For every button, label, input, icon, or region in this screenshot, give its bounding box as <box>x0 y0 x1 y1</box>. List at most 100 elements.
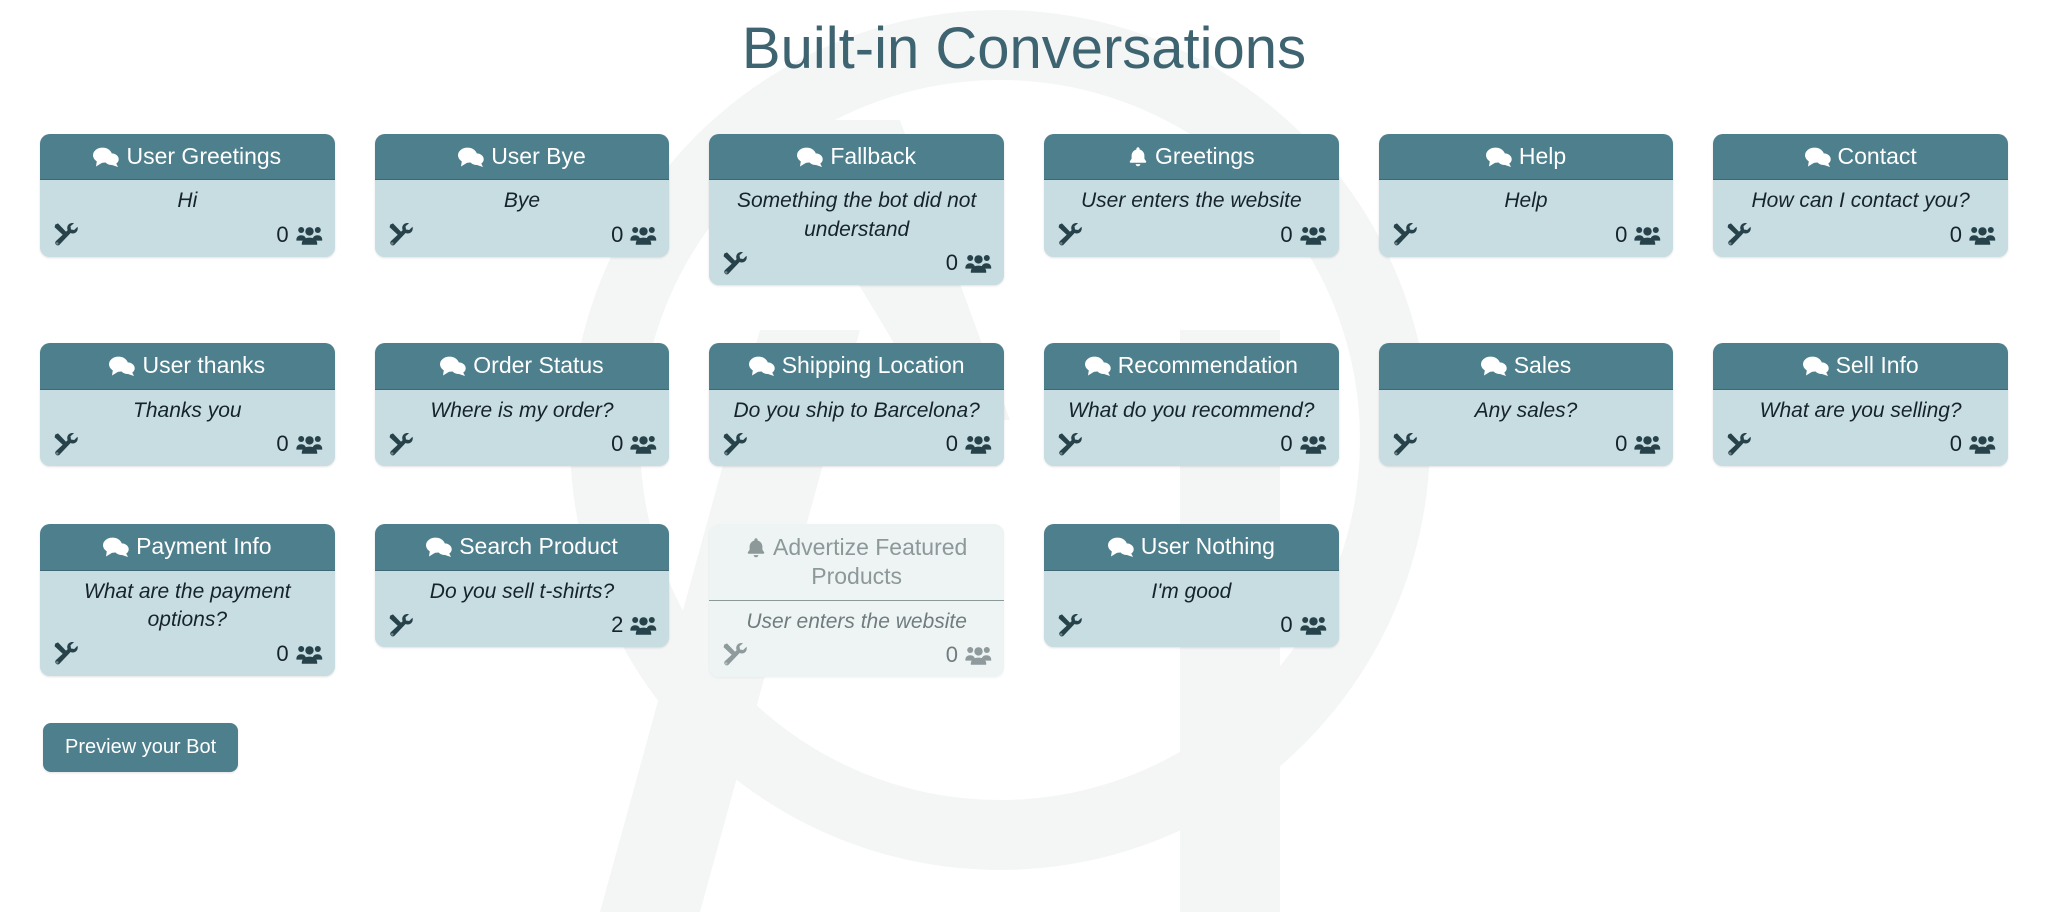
tools-icon[interactable] <box>52 432 78 457</box>
card-title: Payment Info <box>136 533 272 560</box>
users-group-icon <box>296 644 323 664</box>
users-group-icon <box>965 434 992 454</box>
card-message: Hi <box>40 180 335 218</box>
tools-icon[interactable] <box>52 222 78 247</box>
card-title: Search Product <box>459 533 618 560</box>
users-group-icon <box>296 434 323 454</box>
card-title: User Greetings <box>126 142 282 169</box>
card-user-count: 0 <box>276 222 322 248</box>
chat-bubbles-icon <box>426 537 452 558</box>
users-group-icon <box>1634 225 1661 245</box>
tools-icon[interactable] <box>1725 432 1752 457</box>
card-message: Bye <box>374 180 670 218</box>
card-footer: 0 <box>1043 217 1339 257</box>
users-group-icon <box>965 645 992 665</box>
chat-bubbles-icon <box>748 356 775 377</box>
card-title: User Bye <box>491 142 586 169</box>
card-message: Where is my order? <box>374 389 670 428</box>
card-header: Help <box>1378 133 1674 181</box>
page-title: Built-in Conversations <box>741 16 1307 81</box>
tools-icon[interactable] <box>1725 222 1752 247</box>
preview-your-bot-button[interactable]: Preview your Bot <box>43 722 239 772</box>
card-header: User Greetings <box>40 133 335 181</box>
card-user-count: 0 <box>611 431 657 457</box>
tools-icon[interactable] <box>387 613 413 638</box>
card-header: Sales <box>1378 343 1674 390</box>
tools-icon[interactable] <box>1391 432 1417 457</box>
bell-icon <box>1128 146 1148 167</box>
user-count-value: 0 <box>276 221 289 247</box>
tools-icon[interactable] <box>1391 222 1417 247</box>
card-message: Do you ship to Barcelona? <box>709 389 1004 428</box>
user-count-value: 0 <box>1280 431 1293 457</box>
card-footer: 2 <box>374 608 670 648</box>
card-title: Contact <box>1837 142 1917 169</box>
user-count-value: 0 <box>276 640 289 666</box>
tools-icon <box>721 642 748 667</box>
card-header: Payment Info <box>40 524 335 571</box>
card-footer: 0 <box>709 427 1004 467</box>
tools-icon[interactable] <box>721 251 748 276</box>
card-header: User Nothing <box>1043 524 1339 571</box>
tools-icon[interactable] <box>1056 222 1082 247</box>
card-user-count: 0 <box>1615 431 1661 457</box>
card-user-count: 0 <box>946 250 992 276</box>
users-group-icon <box>965 253 992 273</box>
user-count-value: 0 <box>1615 431 1628 457</box>
chat-bubbles-icon <box>93 147 120 167</box>
tools-icon[interactable] <box>387 432 413 457</box>
conversation-card-shipping-location[interactable]: Shipping Location Do you ship to Barcelon… <box>709 343 1004 467</box>
card-footer: 0 <box>1043 608 1339 648</box>
users-group-icon <box>1300 615 1327 636</box>
card-user-count: 2 <box>611 612 657 638</box>
chat-bubbles-icon <box>797 147 824 167</box>
card-header: Sell Info <box>1713 343 2008 390</box>
card-header: Contact <box>1713 133 2008 181</box>
card-footer: 0 <box>1713 427 2008 467</box>
card-title: Sell Info <box>1835 352 1919 379</box>
card-message: Something the bot did not understand <box>709 180 1004 247</box>
card-title: Sales <box>1513 352 1572 379</box>
card-message: User enters the website <box>1043 180 1339 218</box>
card-message: Any sales? <box>1378 389 1674 428</box>
user-count-value: 0 <box>1949 431 1962 457</box>
tools-icon[interactable] <box>721 432 748 457</box>
tools-icon[interactable] <box>1056 432 1082 457</box>
chat-bubbles-icon <box>1107 537 1134 558</box>
card-header: User thanks <box>40 343 335 390</box>
tools-icon[interactable] <box>1056 613 1082 638</box>
card-title: Shipping Location <box>781 352 965 379</box>
card-message: I'm good <box>1043 570 1339 609</box>
tools-icon[interactable] <box>52 641 78 666</box>
card-message: What do you recommend? <box>1043 389 1339 428</box>
card-footer: 0 <box>1378 427 1674 467</box>
chat-bubbles-icon <box>103 537 129 558</box>
tools-icon[interactable] <box>387 222 413 247</box>
users-group-icon <box>1634 434 1661 454</box>
card-title: Greetings <box>1154 142 1255 169</box>
card-title: Recommendation <box>1117 352 1298 379</box>
user-count-value: 0 <box>1615 221 1628 247</box>
user-count-value: 2 <box>611 612 624 638</box>
card-user-count: 0 <box>1280 431 1326 457</box>
card-footer: 0 <box>40 636 335 676</box>
user-count-value: 0 <box>945 641 958 667</box>
card-title: Advertize Featured Products <box>772 534 968 589</box>
card-title: User Nothing <box>1140 533 1275 560</box>
